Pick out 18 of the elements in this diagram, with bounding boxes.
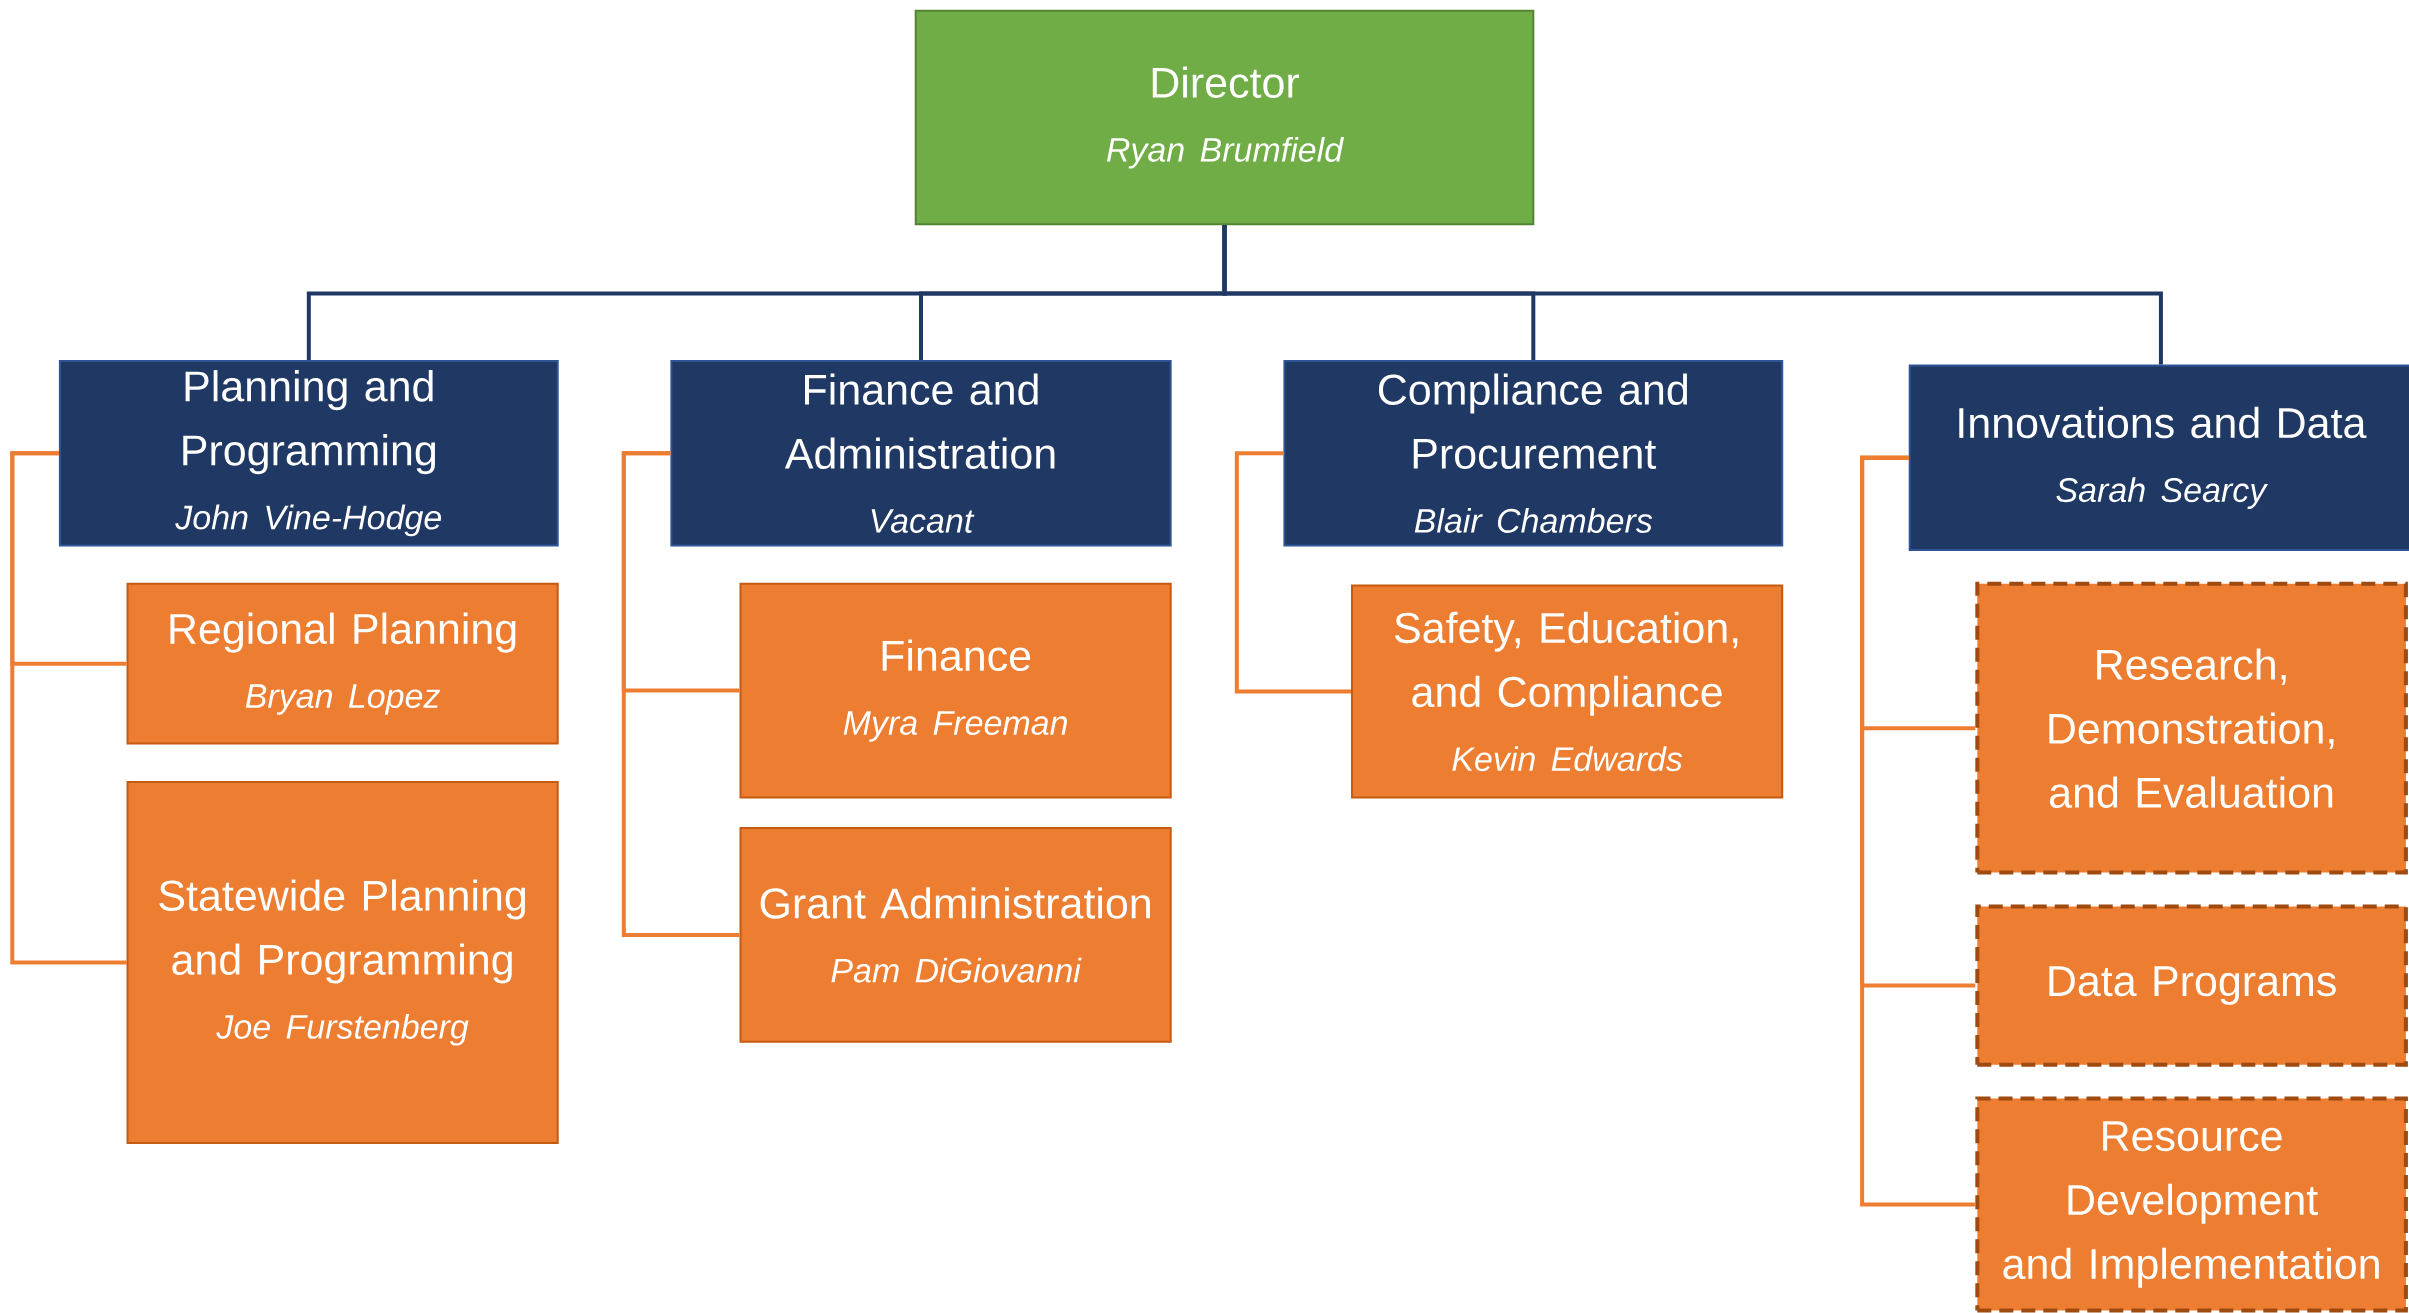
connector-line [1234,451,1351,694]
director-box: Director Ryan Brumfield [914,9,1535,226]
unit-box: Statewide Planning and Programming Joe Furstenberg [126,781,559,1144]
unit-box: Finance Myra Freeman [739,582,1172,799]
department-box: Finance and Administration Vacant [670,360,1172,547]
unit-box: Data Programs [1975,904,2408,1067]
connector-line [621,451,740,937]
connector-line [1860,455,1976,1207]
unit-box: Resource Development and Implementation [1975,1096,2408,1313]
department-box: Planning and Programming John Vine-Hodge [58,360,559,547]
department-box: Innovations and Data Sarah Searcy [1908,364,2409,551]
unit-box: Research, Demonstration, and Evaluation [1975,581,2408,875]
connector-line [10,451,127,965]
unit-box: Safety, Education, and Compliance Kevin Edwards [1351,584,1784,799]
unit-box: Grant Administration Pam DiGiovanni [739,827,1172,1043]
unit-box: Regional Planning Bryan Lopez [126,582,559,745]
connector-line [1222,225,2163,365]
department-box: Compliance and Procurement Blair Chambers [1283,360,1784,547]
